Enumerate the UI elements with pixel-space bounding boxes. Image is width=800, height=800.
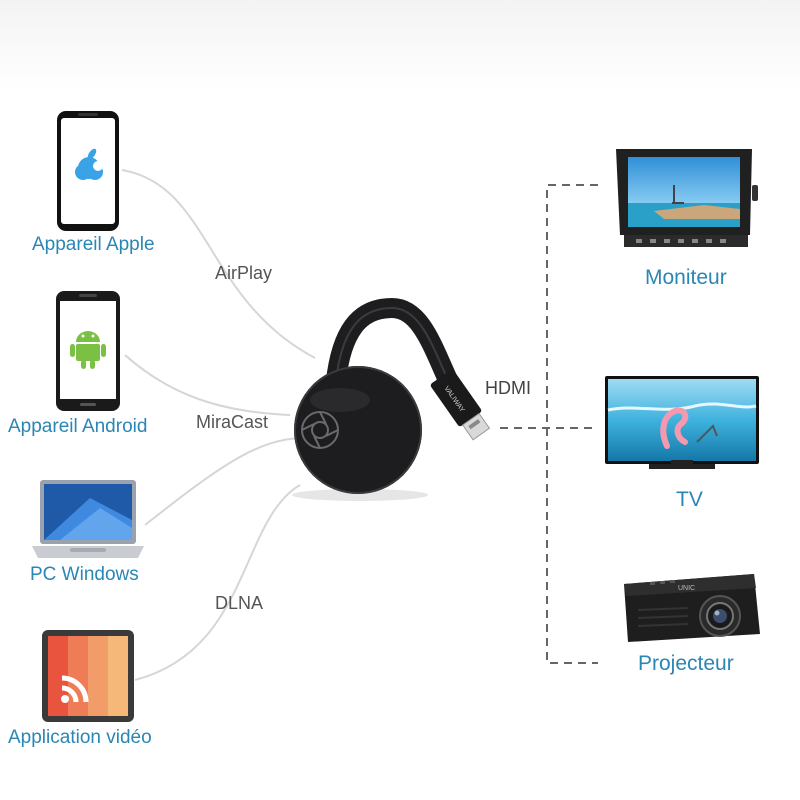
hdmi-bracket-line	[546, 184, 598, 664]
projector-brand-text: UNIC	[678, 585, 695, 592]
protocol-label-dlna: DLNA	[215, 593, 264, 613]
miracast-line	[124, 354, 291, 416]
source-label-pc: PC Windows	[30, 564, 139, 585]
pc-line	[144, 437, 301, 526]
apple-phone-icon	[57, 111, 119, 231]
android-phone-icon	[56, 291, 120, 411]
protocol-label-miracast: MiraCast	[196, 412, 269, 432]
airplay-line	[121, 169, 316, 359]
laptop-icon	[32, 480, 144, 558]
monitor-icon	[616, 149, 758, 247]
output-label-projector: Projecteur	[638, 652, 734, 675]
projector-icon: UNIC	[624, 574, 760, 642]
dongle-icon: VALIWAY	[292, 297, 491, 501]
output-label-tv: TV	[676, 488, 703, 511]
video-app-icon	[42, 630, 134, 722]
dlna-line	[134, 484, 301, 681]
tv-icon	[605, 376, 759, 469]
source-label-video-app: Application vidéo	[8, 727, 152, 748]
output-label-monitor: Moniteur	[645, 266, 727, 289]
hdmi-label: HDMI	[485, 378, 531, 398]
source-label-android: Appareil Android	[8, 416, 148, 437]
source-label-apple: Appareil Apple	[32, 234, 155, 255]
protocol-label-airplay: AirPlay	[215, 263, 273, 283]
background-fade	[0, 0, 800, 90]
